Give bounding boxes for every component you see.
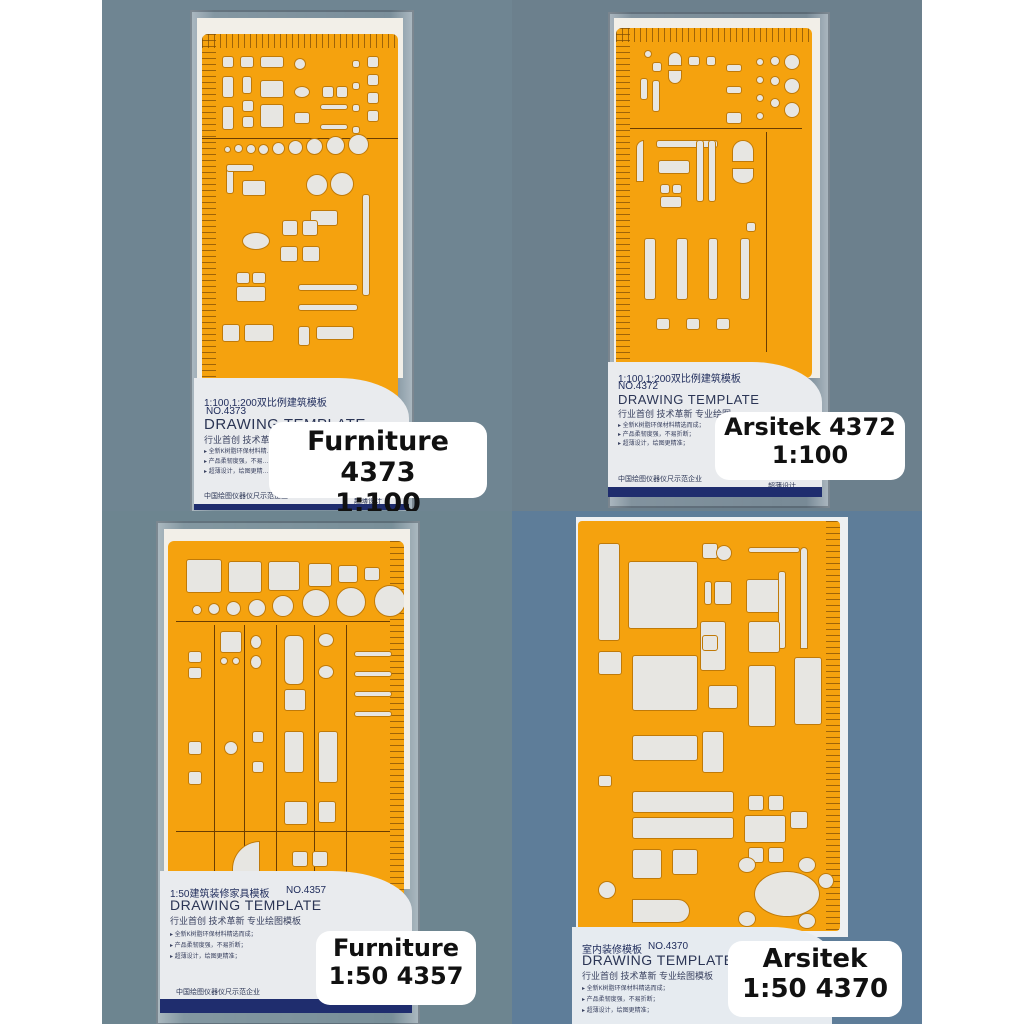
package-model-number: NO.4370 [648, 941, 689, 952]
package-model-number: NO.4372 [618, 381, 659, 392]
drawing-template [202, 34, 398, 414]
label-line2: 1:50 4370 [741, 973, 889, 1004]
panel-arsitek-4370: 室内装修模板 NO.4370 DRAWING TEMPLATE 行业首创 技术革… [512, 511, 922, 1024]
overlay-label: Arsitek 4372 1:100 [715, 412, 905, 480]
package-bullet: ▸ 全新K树脂环保材料精… [204, 449, 273, 455]
package-maker: 中国绘图仪器仪尺示范企业 [176, 989, 260, 996]
package-model-number: NO.4357 [286, 885, 327, 896]
package-title: DRAWING TEMPLATE [170, 897, 322, 913]
overlay-label: Furniture 1:50 4357 [316, 931, 476, 1005]
label-line1: Arsitek 4372 [724, 413, 896, 441]
panel-arsitek-4372: 1:100,1:200双比例建筑模板 NO.4372 DRAWING TEMPL… [512, 0, 922, 511]
package-bullet: ▸ 超薄设计，绘图更精… [204, 469, 269, 475]
package-bullet: ▸ 全新K树脂环保材料精选而成； [170, 932, 257, 938]
panel-furniture-4357: 1:50建筑装修家具模板 NO.4357 DRAWING TEMPLATE 行业… [102, 511, 512, 1024]
label-line1: Furniture 4373 [307, 426, 449, 489]
package-bullet: ▸ 超薄设计，绘图更精准； [582, 1008, 653, 1014]
package-title: DRAWING TEMPLATE [618, 392, 760, 407]
product-photo-collage: 1:100,1:200双比例建筑模板 NO.4373 DRAWING TEMPL… [102, 0, 922, 1024]
package-subtitle: 室内装修模板 [582, 945, 642, 956]
label-line2: 1:100 [335, 488, 421, 511]
package-bullet: ▸ 超薄设计，绘图更精准； [170, 954, 241, 960]
label-line2: 1:50 4357 [328, 961, 464, 990]
package-slogan: 行业首创 技术革新 专业绘图模板 [582, 971, 714, 981]
package-bullet: ▸ 产品柔韧度强，不易… [204, 459, 269, 465]
package-slogan: 行业首创 技术革新 [204, 435, 279, 445]
package-bullet: ▸ 产品柔韧度强，不易折断； [170, 943, 247, 949]
drawing-template [578, 521, 840, 931]
drawing-template [616, 28, 812, 378]
package-subtitle: 1:100,1:200双比例建筑模板 [204, 398, 327, 409]
package-bullet: ▸ 产品柔韧度强，不易折断； [582, 997, 659, 1003]
package-bullet: ▸ 产品柔韧度强，不易折断； [618, 432, 695, 438]
label-line2: 1:100 [771, 440, 849, 469]
drawing-template [168, 541, 404, 911]
package-bullet: ▸ 超薄设计，绘图更精准； [618, 441, 689, 447]
package-bullet: ▸ 全新K树脂环保材料精选而成； [582, 986, 669, 992]
label-line1: Furniture [332, 934, 460, 962]
package-title: DRAWING TEMPLATE [582, 952, 734, 968]
package-maker: 中国绘图仪器仪尺示范企业 [618, 476, 702, 483]
overlay-label: Arsitek 1:50 4370 [728, 941, 902, 1017]
package-slogan: 行业首创 技术革新 专业绘图… [618, 409, 741, 419]
package-brand-small: 超薄设计 [768, 481, 796, 491]
package-subtitle: 1:100,1:200双比例建筑模板 [618, 374, 741, 385]
package-subtitle: 1:50建筑装修家具模板 [170, 889, 270, 900]
package-model-number: NO.4373 [206, 406, 247, 417]
label-line1: Arsitek [762, 944, 868, 974]
package-maker: 中国绘图仪器仪尺示范企业 [204, 493, 288, 500]
package-bullet: ▸ 全新K树脂环保材料精选而成； [618, 423, 705, 429]
package-slogan: 行业首创 技术革新 专业绘图模板 [170, 916, 302, 926]
panel-furniture-4373: 1:100,1:200双比例建筑模板 NO.4373 DRAWING TEMPL… [102, 0, 512, 511]
package-brand-small: 超薄设计 [354, 498, 382, 505]
overlay-label: Furniture 4373 1:100 [269, 422, 487, 511]
